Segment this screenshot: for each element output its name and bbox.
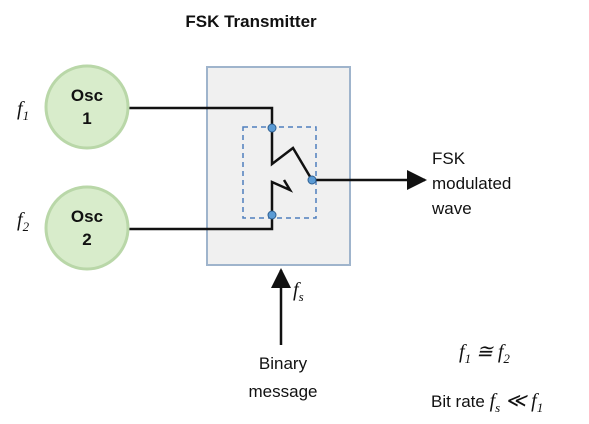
output-label-line3: wave — [431, 199, 472, 218]
switch-upper-contact — [270, 128, 314, 181]
oscillator-1-label-line2: 1 — [82, 109, 91, 128]
osc2-wire — [128, 215, 274, 231]
frequency-relation: f1 ≅ f2 — [459, 341, 510, 366]
switch-node-top — [267, 123, 277, 133]
oscillator-2-label-line1: Osc — [71, 207, 103, 226]
output-label-line2: modulated — [432, 174, 511, 193]
osc1-wire — [128, 106, 274, 128]
switch-lower-contact — [270, 179, 294, 215]
oscillator-2-frequency-label: f2 — [17, 209, 30, 234]
input-label-line1: Binary — [259, 354, 308, 373]
oscillator-1-label-line1: Osc — [71, 86, 103, 105]
input-label-line2: message — [249, 382, 318, 401]
output-label-line1: FSK — [432, 149, 466, 168]
bit-rate-relation: Bit rate fs ≪ f1 — [431, 390, 543, 415]
transmitter-box — [206, 66, 351, 266]
switch-enclosure — [242, 126, 317, 219]
oscillator-1-frequency-label: f1 — [17, 98, 29, 123]
diagram-title: FSK Transmitter — [185, 12, 317, 31]
switch-node-output — [307, 175, 317, 185]
oscillator-2-label-line2: 2 — [82, 230, 91, 249]
oscillator-2-circle — [44, 185, 130, 271]
switch-node-bottom — [267, 210, 277, 220]
control-frequency-label: fs — [293, 279, 304, 304]
oscillator-1-circle — [44, 64, 130, 150]
